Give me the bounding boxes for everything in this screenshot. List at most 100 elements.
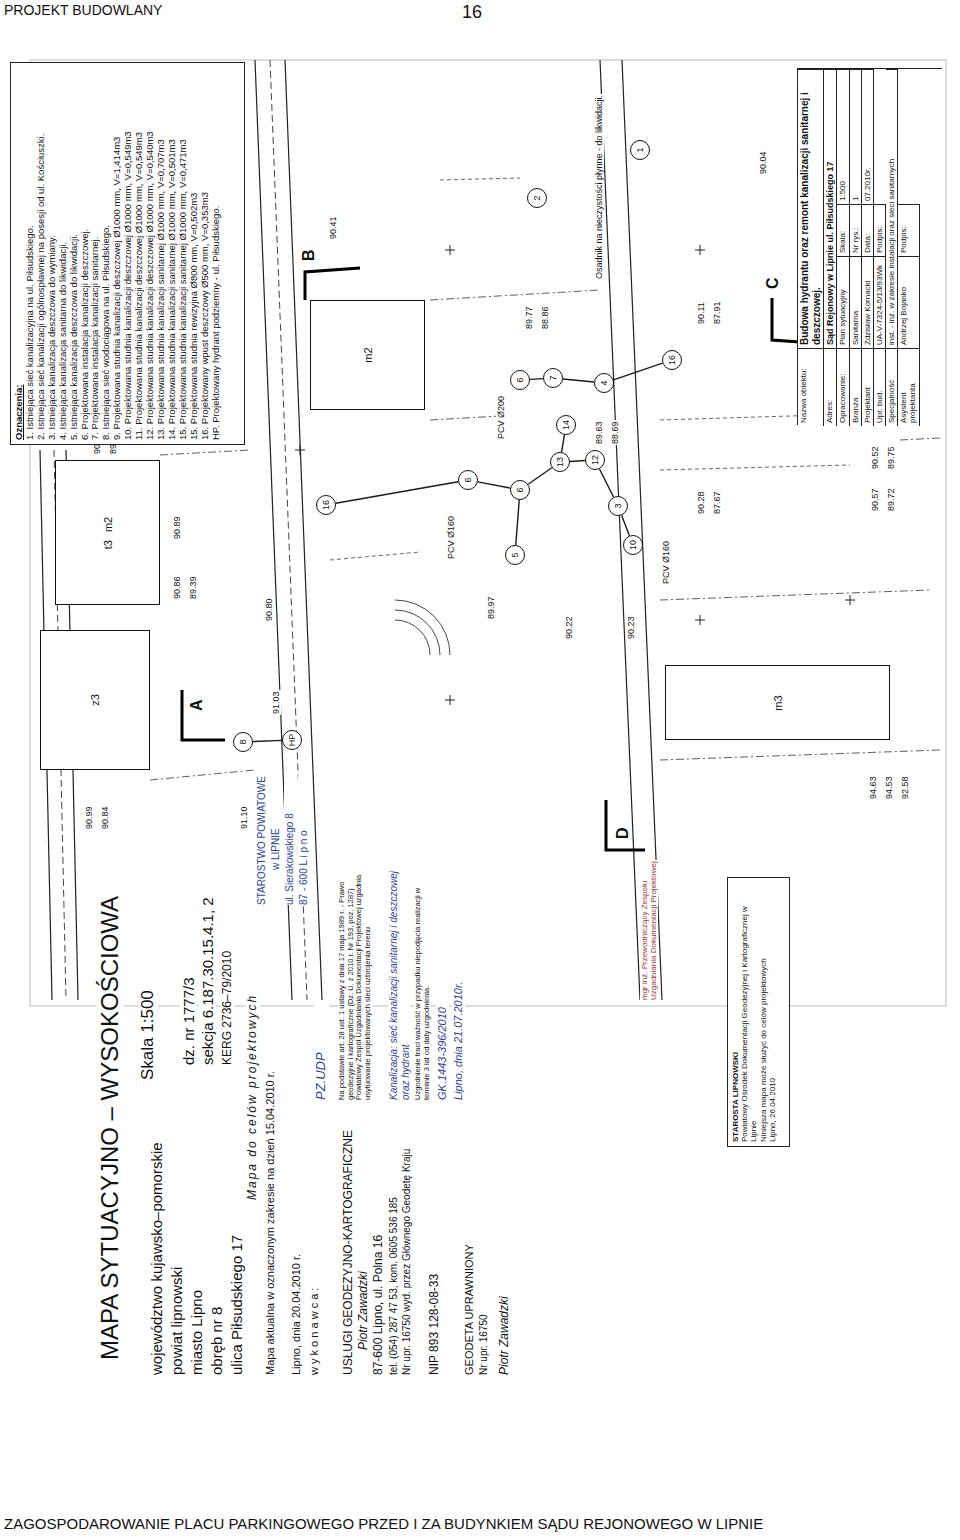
building-outline: m3: [665, 665, 890, 740]
label-wrap: 91.03: [265, 675, 283, 715]
well-symbol: 14: [556, 415, 576, 435]
well-symbol: 16: [316, 495, 336, 515]
elevation-value: 88.86: [540, 305, 550, 330]
title-cell: Nr rys.:: [850, 204, 862, 256]
well-symbol: 4: [594, 373, 614, 393]
title-cell: Data:: [862, 204, 874, 256]
label-wrap: ZAGOSPODAROWANIE PLACU PARKINGOWEGO PRZE…: [4, 1515, 956, 1532]
title-cell: 1:500: [837, 69, 849, 204]
pipe-line: [622, 515, 630, 535]
label-wrap: 90.28: [690, 475, 708, 515]
surveyor-text: NIP 893 128-08-33: [428, 1175, 442, 1375]
section-letter: D: [614, 826, 632, 840]
label-wrap: Mapa aktualna w oznaczonym zakresie na d…: [264, 1015, 277, 1375]
surveyor-text: USŁUGI GEODEZYJNO-KARTOGRAFICZNE: [342, 1115, 356, 1375]
label-wrap: 90.84: [94, 790, 112, 830]
elevation-value: 94.63: [868, 775, 878, 800]
map-note: obręb nr 8: [208, 1175, 225, 1375]
label-wrap: Piotr Zawadzki: [498, 1225, 512, 1375]
pipe-line: [562, 435, 565, 452]
surveyor-text: GEODETA UPRAWNIONY: [463, 1175, 476, 1375]
building-code: m3: [772, 695, 783, 710]
label-wrap: 89.75: [880, 430, 898, 470]
callout-number: 13: [556, 457, 565, 467]
building-code: z3: [90, 694, 101, 706]
surveyor-text: Piotr Zawadzki: [357, 1200, 371, 1350]
building-outline: z3: [40, 630, 150, 770]
callout-number: 3: [614, 503, 623, 508]
label-wrap: Lipno, dnia 21.07.2010r.: [452, 930, 465, 1100]
label-wrap: Osadnik na nieczystości płynne - do likw…: [588, 50, 606, 280]
label-wrap: 90.52: [864, 430, 882, 470]
label-wrap: Piotr Zawadzki: [357, 1200, 371, 1350]
elevation-value: 88.69: [610, 420, 620, 445]
pipe-line: [613, 363, 662, 380]
surveyor-text: tel. (054) 287 47 53, kom. 0605 536 185: [388, 1135, 400, 1375]
page-header: PROJEKT BUDOWLANY: [4, 2, 304, 18]
label-wrap: obręb nr 8: [208, 1175, 225, 1375]
symbol-label-wrap: 1: [636, 147, 645, 152]
handwritten-note: PZ.UDP: [314, 1000, 329, 1100]
pipe-line: [599, 469, 613, 497]
label-wrap: PCV Ø160: [440, 505, 458, 560]
well-symbol: 8: [233, 732, 253, 752]
symbol-label-wrap: 14: [562, 420, 571, 430]
title-cell: Podpis:: [874, 204, 886, 256]
elevation-value: 90.28: [696, 490, 706, 515]
callout-number: 16: [668, 355, 677, 365]
building-code: m2: [362, 347, 373, 362]
section-letter: B: [300, 248, 318, 262]
approval-text: Na podstawie art. 28 ust. 1 ustawy z dni…: [338, 870, 373, 1100]
label-wrap: 89.39: [182, 560, 200, 600]
label-wrap: 88.69: [604, 405, 622, 445]
label-wrap: B: [300, 242, 318, 262]
panel-item: 14. Projektowana studnia kanalizacji san…: [167, 69, 178, 440]
label-wrap: 89.97: [480, 580, 498, 620]
elevation-value: 89.72: [886, 487, 896, 512]
elevation-value: 89.77: [524, 305, 534, 330]
label-wrap: Uzgodnienie traci ważność w przypadku ni…: [414, 870, 431, 1100]
label-wrap: 90.80: [258, 582, 276, 622]
label-wrap: Skala 1:500: [138, 930, 158, 1080]
elevation-value: 90.84: [100, 805, 110, 830]
title-cell: Sanitarna: [850, 256, 862, 348]
label-wrap: GK.1443-396/2010: [436, 960, 449, 1100]
panel-item: 12. Projektowana studnia kanalizacji des…: [145, 69, 156, 440]
symbol-label-wrap: 6: [516, 377, 525, 382]
map-note: województwo kujawsko–pomorskie: [148, 1095, 165, 1375]
symbol-label-wrap: z3: [90, 694, 101, 706]
panel-heading: Oznaczenia:: [14, 69, 25, 440]
panel-item: 8. Istniejąca sieć wodociągowa na ul. Pi…: [101, 69, 112, 440]
panel-item: 10. Projektowana studnia kanalizacji des…: [123, 69, 134, 440]
callout-number: 6: [516, 487, 525, 492]
label-wrap: C: [764, 270, 782, 290]
title-cell: Zdzisław Kornacki: [862, 256, 874, 348]
map-note: Lipno, dnia 20.04.2010 r.: [290, 1175, 303, 1375]
section-line: [182, 268, 800, 850]
well-symbol: 13: [550, 452, 570, 472]
label-wrap: 90.41: [322, 200, 340, 240]
title-cell: Nazwa obiektu:: [798, 348, 824, 426]
callout-number: 4: [600, 380, 609, 385]
callout-number: HP: [288, 734, 297, 747]
label-wrap: powiat lipnowski: [168, 1175, 185, 1375]
label-wrap: PCV Ø200: [490, 385, 508, 440]
elevation-value: 89.97: [486, 595, 496, 620]
panel-item: 7. Projektowana instalacja kanalizacji s…: [90, 69, 101, 440]
map-note: Mapa aktualna w oznaczonym zakresie na d…: [264, 1015, 277, 1375]
label-wrap: 87.67: [706, 475, 724, 515]
elevation-value: 90.04: [758, 150, 768, 175]
title-wrap: MAPA SYTUACYJNO – WYSOKOŚCIOWA: [96, 880, 124, 1360]
section-letter: A: [188, 698, 206, 712]
pipe-line: [563, 379, 594, 382]
symbol-label-wrap: 10: [629, 540, 638, 550]
elevation-value: 90.23: [626, 615, 636, 640]
parking-stairs: [395, 600, 450, 655]
title-table: Nazwa obiektu:Budowa hydrantu oraz remon…: [798, 69, 920, 426]
rotated-panel: Oznaczenia:1. Istniejąca sieć kanalizacy…: [11, 63, 225, 446]
symbol-label-wrap: m3: [772, 695, 783, 710]
symbol-label-wrap: 6: [516, 487, 525, 492]
callout-number: 6: [516, 377, 525, 382]
elevation-value: 94.53: [884, 775, 894, 800]
label-wrap: 92.58: [894, 760, 912, 800]
